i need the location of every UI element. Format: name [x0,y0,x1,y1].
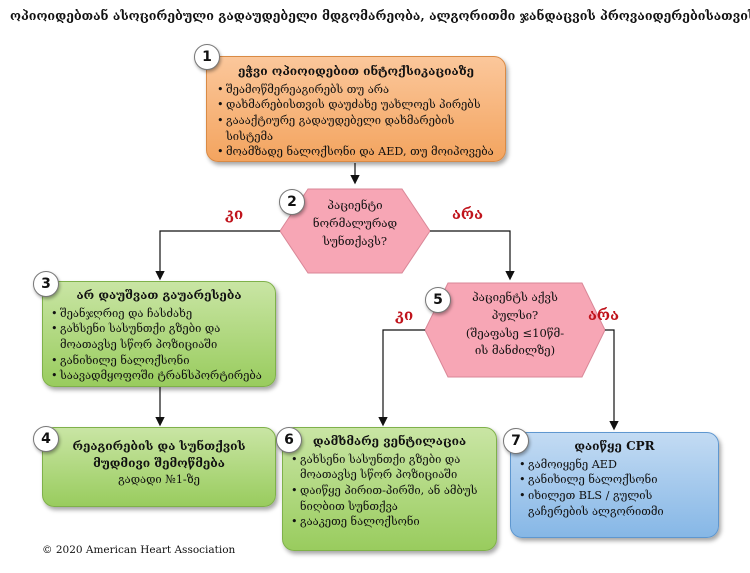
step-4-line: მუდმივი შემოწმება [93,455,225,470]
list-item: დაიწყე პირით-პირში, ან ამბუს ნიღბით სუნთ… [291,483,488,514]
arrow-2-to-3 [155,230,280,281]
step-4-number: 4 [33,426,59,452]
step-1-list: შეამოწმერეაგირებს თუ არა დახმარებისთვის … [217,82,495,160]
step-1-box: ეჭვი ოპიოიდებით ინტოქსიკაციაზე შეამოწმერ… [206,56,506,162]
step-7-list: გამოიყენე AED განიხილე ნალოქსონი იხილეთ … [519,457,710,520]
step-6-list: გახსენი სასუნთქი გზები და მოათავსე სწორ … [291,452,488,530]
step-2-number: 2 [279,189,305,215]
list-item: დახმარებისთვის დაუძახე უახლოეს პირებს [217,97,495,113]
arrow-2-to-5 [430,230,515,281]
list-item: გახსენი სასუნთქი გზები და მოათავსე სწორ … [51,321,267,352]
arrow-5-to-6 [378,329,425,427]
list-item: შეანჯღრიე და ჩასძახე [51,306,267,322]
decision-5-no-label: არა [588,306,619,324]
page-title: ოპიოიდებთან ასოცირებული გადაუდებელი მდგო… [10,8,750,23]
decision-2-no-label: არა [452,205,483,223]
list-item: გახსენი სასუნთქი გზები და მოათავსე სწორ … [291,452,488,483]
step-1-number: 1 [194,44,220,70]
step-3-number: 3 [33,271,59,297]
list-item: გაააქტიურე გადაუდებელი დახმარების სისტემ… [217,113,495,144]
step-7-box: დაიწყე CPR გამოიყენე AED განიხილე ნალოქს… [510,432,719,538]
decision-5-line: პულსი? [491,307,539,322]
step-4-line: გადადი №1-ზე [118,472,200,486]
decision-5-line: ის მანძილზე) [474,343,556,358]
list-item: იხილეთ BLS / გულის გაჩერების ალგორითმი [519,488,710,519]
copyright-footer: © 2020 American Heart Association [42,544,236,556]
list-item: გააკეთე ნალოქსონი [291,514,488,530]
step-3-list: შეანჯღრიე და ჩასძახე გახსენი სასუნთქი გზ… [51,306,267,384]
decision-5-line: (შეაფასე ≤10წმ- [465,325,565,340]
step-1-heading: ეჭვი ოპიოიდებით ინტოქსიკაციაზე [237,64,475,78]
decision-5-yes-label: კი [395,306,414,324]
step-6-heading: დამხმარე ვენტილაცია [312,434,467,448]
step-4-line: რეაგირების და სუნთქვის [72,439,246,453]
list-item: გამოიყენე AED [519,457,710,473]
step-4-box: რეაგირების და სუნთქვის მუდმივი შემოწმება… [42,427,276,507]
step-6-number: 6 [276,427,302,453]
step-7-heading: დაიწყე CPR [574,439,655,453]
decision-5-line: პაციენტს აქვს [472,290,558,304]
list-item: საავადმყოფოში ტრანსპორტირება [51,368,267,384]
list-item: მოამზადე ნალოქსონი და AED, თუ მოიპოვება [217,144,495,160]
step-7-number: 7 [503,428,529,454]
list-item: შეამოწმერეაგირებს თუ არა [217,82,495,98]
decision-2-line: სუნთქავს? [322,233,388,248]
list-item: განიხილე ნალოქსონი [519,472,710,488]
step-3-heading: არ დაუშვათ გაუარესება [76,288,242,302]
arrow-5-to-7 [605,329,619,431]
decision-2-line: პაციენტი [327,198,383,212]
decision-2-text: პაციენტი ნორმალურად სუნთქავს? [300,197,410,250]
step-3-box: არ დაუშვათ გაუარესება შეანჯღრიე და ჩასძა… [42,281,276,387]
list-item: განიხილე ნალოქსონი [51,353,267,369]
step-6-box: დამხმარე ვენტილაცია გახსენი სასუნთქი გზე… [282,427,497,551]
decision-5-text: პაციენტს აქვს პულსი? (შეაფასე ≤10წმ- ის … [445,289,585,360]
decision-2-line: ნორმალურად [312,215,398,230]
decision-2-yes-label: კი [225,205,244,223]
step-5-number: 5 [425,287,451,313]
